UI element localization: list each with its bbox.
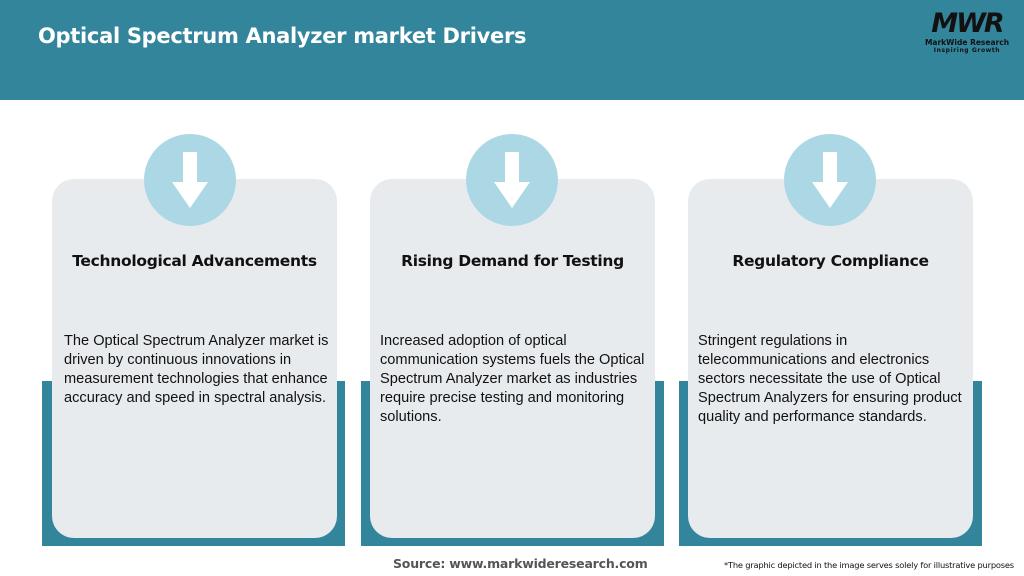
disclaimer-note: *The graphic depicted in the image serve…	[724, 560, 1014, 570]
card-panel	[52, 179, 337, 538]
card-description: The Optical Spectrum Analyzer market is …	[64, 333, 329, 406]
arrow-down-icon	[466, 134, 558, 226]
card-title: Technological Advancements	[72, 252, 317, 270]
source-credit: Source: www.markwideresearch.com	[393, 556, 648, 571]
card-description: Stringent regulations in telecommunicati…	[698, 333, 962, 425]
card-title: Regulatory Compliance	[732, 252, 929, 270]
card-panel	[688, 179, 973, 538]
page-title: Optical Spectrum Analyzer market Drivers	[38, 24, 527, 48]
card-panel	[370, 179, 655, 538]
arrow-down-icon	[144, 134, 236, 226]
markwide-logo: MWR MarkWide Research Inspiring Growth	[922, 10, 1012, 56]
arrow-down-icon	[784, 134, 876, 226]
card-description: Increased adoption of optical communicat…	[380, 333, 645, 425]
card-title: Rising Demand for Testing	[401, 252, 624, 270]
logo-name: MarkWide Research	[924, 38, 1010, 47]
header-banner: Optical Spectrum Analyzer market Drivers…	[0, 0, 1024, 100]
logo-tagline: Inspiring Growth	[933, 47, 1001, 54]
logo-mark: MWR	[931, 8, 1004, 39]
